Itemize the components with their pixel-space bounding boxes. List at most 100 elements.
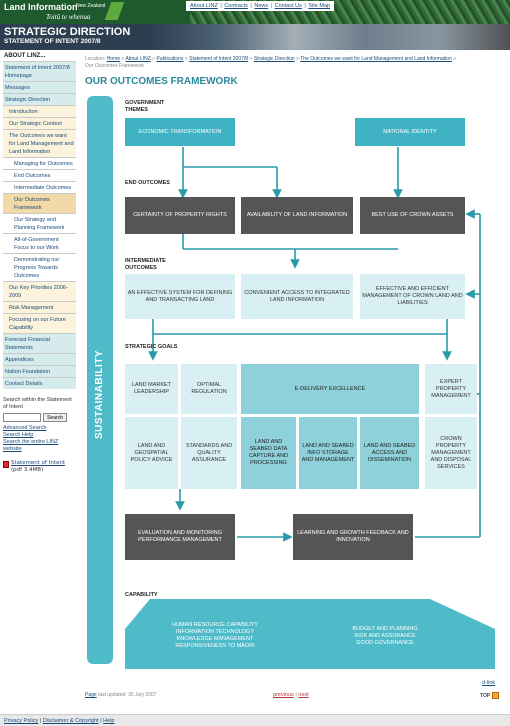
- pager-separator: |: [295, 692, 297, 698]
- sidebar-item[interactable]: End Outcomes: [3, 169, 76, 181]
- connector-lines: [87, 96, 495, 669]
- capability-governance: GOOD GOVERNANCE: [356, 639, 414, 646]
- top-link-sitemap[interactable]: Site Map: [308, 3, 331, 9]
- goal-seabed-storage: LAND AND SEABED INFO STORAGE AND MANAGEM…: [299, 417, 357, 489]
- breadcrumb-publications[interactable]: Publications: [156, 56, 184, 62]
- intermediate-effective-system: AN EFFECTIVE SYSTEM FOR DEFINING AND TRA…: [125, 274, 235, 319]
- search-button[interactable]: Search: [43, 413, 67, 422]
- breadcrumb-soi[interactable]: Statement of Intent 2007/8: [189, 56, 249, 62]
- goal-seabed-capture: LAND AND SEABED DATA CAPTURE AND PROCESS…: [241, 417, 296, 489]
- label-intermediate-outcomes: INTERMEDIATE OUTCOMES: [125, 258, 166, 271]
- evaluation-monitoring: EVALUATION AND MONITORING PERFORMANCE MA…: [125, 514, 235, 560]
- goal-geospatial-policy: LAND AND GEOSPATIAL POLICY ADVICE: [125, 417, 178, 489]
- next-link[interactable]: next: [298, 692, 309, 698]
- capability-it: INFORMATION TECHNOLOGY: [175, 629, 255, 635]
- breadcrumb-home[interactable]: Home: [106, 56, 121, 62]
- label-government-themes: GOVERNMENT THEMES: [125, 100, 165, 113]
- intermediate-crown-land: EFFECTIVE AND EFFICIENT MANAGEMENT OF CR…: [360, 274, 465, 319]
- sidebar-item[interactable]: Introduction: [3, 105, 76, 117]
- capability-budget: BUDGET AND PLANNING: [352, 625, 418, 632]
- sidebar-item[interactable]: Statement of Intent 2007/8 Homepage: [3, 61, 76, 81]
- goal-land-market: LAND MARKET LEADERSHIP: [125, 364, 178, 414]
- capability-km: KNOWLEDGE MANAGEMENT: [176, 636, 254, 642]
- sidebar-item[interactable]: All-of-Government Focus to our Work: [3, 233, 76, 253]
- capability-block: [125, 599, 495, 669]
- sustainability-bar: [87, 96, 113, 664]
- pdf-icon: [3, 461, 9, 468]
- sidebar-item[interactable]: Our Strategy and Planning Framework: [3, 213, 76, 233]
- previous-link[interactable]: previous: [273, 692, 294, 698]
- sidebar: ABOUT LINZ... Statement of Intent 2007/8…: [3, 52, 76, 474]
- d-link[interactable]: d-link: [482, 680, 496, 686]
- top-link-contact[interactable]: Contact Us: [274, 3, 302, 9]
- top-links: About LINZ | Contracts | News | Contact …: [186, 1, 335, 11]
- logo-maori-text: Toitū te whenua: [46, 13, 91, 21]
- banner-photo: [150, 24, 510, 50]
- sidebar-item[interactable]: Managing for Outcomes: [3, 157, 76, 169]
- sidebar-item[interactable]: Focusing on our Future Capability: [3, 313, 76, 333]
- goal-standards: STANDARDS AND QUALITY ASSURANCE: [181, 417, 237, 489]
- search-help-link[interactable]: Search Help: [3, 432, 34, 438]
- top-arrow-icon[interactable]: [491, 692, 499, 699]
- sidebar-item[interactable]: Intermediate Outcomes: [3, 181, 76, 193]
- privacy-link[interactable]: Privacy Policy: [4, 718, 39, 724]
- pdf-link[interactable]: Statement of Intent: [11, 460, 66, 466]
- theme-economic: ECONOMIC TRANSFORMATION: [125, 118, 235, 146]
- learning-growth: LEARNING AND GROWTH FEEDBACK AND INNOVAT…: [293, 514, 413, 560]
- sidebar-item[interactable]: Our Key Priorities 2006-2009: [3, 281, 76, 301]
- breadcrumb-prefix: Location:: [85, 56, 106, 62]
- breadcrumb-outcomes[interactable]: The Outcomes we want for Land Management…: [300, 56, 452, 62]
- page-link[interactable]: Page: [85, 692, 97, 698]
- end-outcome-availability: AVAILABILITY OF LAND INFORMATION: [241, 197, 353, 234]
- title-banner: [0, 24, 510, 50]
- bottom-bar: Privacy Policy | Disclaimer & Copyright …: [0, 714, 510, 726]
- pdf-download: Statement of Intent (pdf 3.4MB): [3, 460, 76, 474]
- search-input[interactable]: [3, 413, 41, 422]
- breadcrumb-current: Our Outcomes Framework: [85, 63, 144, 69]
- search-linz-link[interactable]: Search the entire LINZ website: [3, 439, 59, 452]
- capability-hr: HUMAN RESOURCE CAPABILITY: [172, 622, 258, 628]
- page-footer: Page last updated: 30 July 2007 previous…: [85, 692, 505, 702]
- sidebar-item[interactable]: Nation Foundation: [3, 365, 76, 377]
- top-link[interactable]: TOP: [480, 692, 491, 699]
- disclaimer-link[interactable]: Disclaimer & Copyright: [42, 718, 99, 724]
- sidebar-item[interactable]: Messages: [3, 81, 76, 93]
- goal-optimal-regulation: OPTIMAL REGULATION: [181, 364, 237, 414]
- sidebar-item[interactable]: Our Strategic Context: [3, 117, 76, 129]
- sidebar-item[interactable]: The Outcomes we want for Land Management…: [3, 129, 76, 157]
- label-end-outcomes: END OUTCOMES: [125, 180, 170, 186]
- logo-nz-text: New Zealand: [76, 3, 106, 9]
- sidebar-item[interactable]: Appendices: [3, 353, 76, 365]
- label-capability: CAPABILITY: [125, 592, 158, 598]
- sidebar-heading: ABOUT LINZ...: [4, 53, 46, 59]
- end-outcome-certainty: CERTAINTY OF PROPERTY RIGHTS: [125, 197, 235, 234]
- search-area: Search within the Statement of Intent Se…: [3, 397, 76, 453]
- top-link-news[interactable]: News: [254, 3, 269, 9]
- outcomes-framework-diagram: SUSTAINABILITY GOVERNMENT THEMES ECONOMI…: [85, 94, 505, 674]
- goal-e-delivery: E-DELIVERY EXCELLENCE: [241, 364, 419, 414]
- pdf-size: (pdf 3.4MB): [11, 467, 44, 473]
- top-link-about[interactable]: About LINZ: [190, 3, 218, 9]
- top-link-contracts[interactable]: Contracts: [224, 3, 248, 9]
- breadcrumb-about[interactable]: About LINZ: [125, 56, 151, 62]
- sustainability-label: SUSTAINABILITY: [94, 349, 106, 439]
- sidebar-item[interactable]: Our Outcomes Framework: [3, 193, 76, 213]
- logo-text[interactable]: Land Information: [4, 2, 78, 12]
- label-strategic-goals: STRATEGIC GOALS: [125, 344, 178, 350]
- linz-leaf-icon: [104, 2, 125, 20]
- sidebar-item[interactable]: Contact Details: [3, 377, 76, 389]
- last-updated: last updated: 30 July 2007: [98, 692, 157, 698]
- end-outcome-crown-assets: BEST USE OF CROWN ASSETS: [360, 197, 465, 234]
- sidebar-item[interactable]: Risk Management: [3, 301, 76, 313]
- goal-crown-property: CROWN PROPERTY MANAGEMENT AND DISPOSAL S…: [425, 417, 477, 489]
- breadcrumb-strategic[interactable]: Strategic Direction: [253, 56, 295, 62]
- breadcrumb: Location: Home > About LINZ > Publicatio…: [85, 56, 457, 69]
- sidebar-item[interactable]: Forecast Financial Statements: [3, 333, 76, 353]
- help-link[interactable]: Help: [103, 718, 115, 724]
- sidebar-item[interactable]: Strategic Direction: [3, 93, 76, 105]
- capability-maori: RESPONSIVENESS TO MĀORI: [175, 643, 255, 649]
- sidebar-item[interactable]: Demonstrating our Progress Towards Outco…: [3, 253, 76, 281]
- section-subtitle: STATEMENT OF INTENT 2007/8: [4, 38, 101, 45]
- advanced-search-link[interactable]: Advanced Search: [3, 425, 47, 431]
